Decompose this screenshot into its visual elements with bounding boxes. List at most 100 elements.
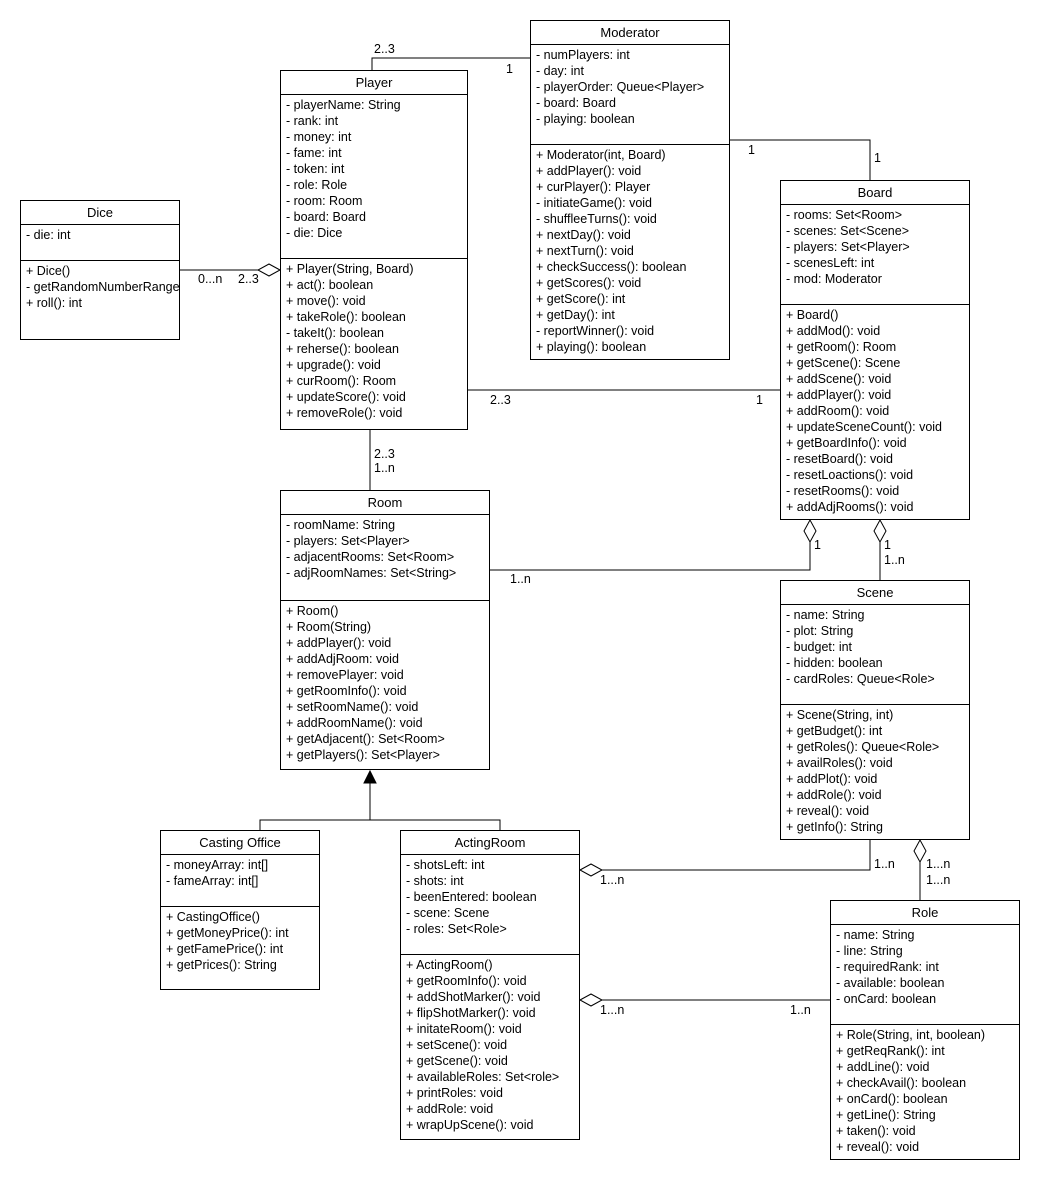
scene-class[interactable]: Scene - name: String- plot: String- budg…: [780, 580, 970, 840]
multiplicity-board-scene-a: 1: [884, 538, 891, 552]
operation-line: - resetBoard(): void: [786, 452, 893, 466]
moderator-class[interactable]: Moderator - numPlayers: int- day: int- p…: [530, 20, 730, 360]
operation-line: + nextTurn(): void: [536, 244, 634, 258]
operation-line: - resetLoactions(): void: [786, 468, 914, 482]
operation-line: - getRandomNumberRange(): int: [26, 280, 180, 294]
role-class[interactable]: Role - name: String- line: String- requi…: [830, 900, 1020, 1160]
attribute-line: - fame: int: [286, 146, 342, 160]
operation-line: + getLine(): String: [836, 1108, 936, 1122]
scene-actingroom-aggregation-diamond: [578, 863, 604, 877]
operation-line: + addRole(): void: [786, 788, 882, 802]
operation-line: + Player(String, Board): [286, 262, 414, 276]
acting-room-class[interactable]: ActingRoom - shotsLeft: int- shots: int-…: [400, 830, 580, 1140]
room-operations: + Room()+ Room(String)+ addPlayer(): voi…: [281, 601, 489, 763]
role-attributes: - name: String- line: String- requiredRa…: [831, 925, 1019, 1025]
attribute-line: - onCard: boolean: [836, 992, 937, 1006]
attribute-line: - playing: boolean: [536, 112, 635, 126]
role-operations: + Role(String, int, boolean)+ getReqRank…: [831, 1025, 1019, 1155]
attribute-line: - shots: int: [406, 874, 464, 888]
operation-line: + getScene(): Scene: [786, 356, 901, 370]
multiplicity-moderator-player: 1: [506, 62, 513, 76]
attribute-line: - playerName: String: [286, 98, 401, 112]
operation-line: + Moderator(int, Board): [536, 148, 666, 162]
multiplicity-acting-role-side: 1...n: [600, 1003, 625, 1017]
multiplicity-scene-role-b: 1...n: [926, 873, 951, 887]
operation-line: + taken(): void: [836, 1124, 916, 1138]
board-operations: + Board()+ addMod(): void+ getRoom(): Ro…: [781, 305, 969, 515]
multiplicity-moderator-board: 1: [748, 143, 755, 157]
actingroom-role-aggregation-diamond: [578, 993, 604, 1007]
operation-line: + checkSuccess(): boolean: [536, 260, 687, 274]
operation-line: + getScene(): void: [406, 1054, 508, 1068]
multiplicity-board-room-side: 1: [814, 538, 821, 552]
attribute-line: - hidden: boolean: [786, 656, 883, 670]
operation-line: + ActingRoom(): [406, 958, 493, 972]
attribute-line: - adjRoomNames: Set<String>: [286, 566, 457, 580]
player-moderator-association: [371, 57, 530, 70]
moderator-operations: + Moderator(int, Board)+ addPlayer(): vo…: [531, 145, 729, 355]
casting-office-operations: + CastingOffice()+ getMoneyPrice(): int+…: [161, 907, 319, 973]
operation-line: + curRoom(): Room: [286, 374, 397, 388]
attribute-line: - board: Board: [286, 210, 366, 224]
attribute-line: - room: Room: [286, 194, 363, 208]
operation-line: + Dice(): [26, 264, 71, 278]
operation-line: + getDay(): int: [536, 308, 615, 322]
attribute-line: - rank: int: [286, 114, 339, 128]
player-attributes: - playerName: String - rank: int - money: …: [281, 95, 467, 259]
attribute-line: - fameArray: int[]: [166, 874, 259, 888]
dice-player-aggregation-diamond: [256, 263, 282, 277]
acting-room-operations: + ActingRoom()+ getRoomInfo(): void+ add…: [401, 955, 579, 1133]
operation-line: + addRoomName(): void: [286, 716, 423, 730]
attribute-line: - rooms: Set<Room>: [786, 208, 903, 222]
attribute-line: - playerOrder: Queue<Player>: [536, 80, 705, 94]
operation-line: + removePlayer: void: [286, 668, 404, 682]
operation-line: + move(): void: [286, 294, 366, 308]
operation-line: + printRoles: void: [406, 1086, 503, 1100]
operation-line: + addMod(): void: [786, 324, 881, 338]
attribute-line: - money: int: [286, 130, 352, 144]
attribute-line: - token: int: [286, 162, 345, 176]
operation-line: + updateScore(): void: [286, 390, 406, 404]
attribute-line: - roles: Set<Role>: [406, 922, 507, 936]
role-class-name: Role: [831, 901, 1019, 925]
room-class[interactable]: Room - roomName: String- players: Set<Pl…: [280, 490, 490, 770]
operation-line: + addPlot(): void: [786, 772, 878, 786]
attribute-line: - board: Board: [536, 96, 616, 110]
operation-line: + getAdjacent(): Set<Room>: [286, 732, 445, 746]
attribute-line: - roomName: String: [286, 518, 396, 532]
casting-office-attributes: - moneyArray: int[]- fameArray: int[]: [161, 855, 319, 907]
operation-line: + roll(): int: [26, 296, 82, 310]
scene-operations: + Scene(String, int)+ getBudget(): int+ …: [781, 705, 969, 835]
operation-line: + addPlayer(): void: [786, 388, 892, 402]
operation-line: - reportWinner(): void: [536, 324, 655, 338]
board-class-name: Board: [781, 181, 969, 205]
operation-line: + act(): boolean: [286, 278, 374, 292]
operation-line: + getBoardInfo(): void: [786, 436, 907, 450]
operation-line: + addShotMarker(): void: [406, 990, 541, 1004]
board-attributes: - rooms: Set<Room>- scenes: Set<Scene>- …: [781, 205, 969, 305]
operation-line: + getRoom(): Room: [786, 340, 897, 354]
attribute-line: - die: int: [26, 228, 71, 242]
operation-line: + removeRole(): void: [286, 406, 403, 420]
operation-line: + availRoles(): void: [786, 756, 893, 770]
room-attributes: - roomName: String- players: Set<Player>…: [281, 515, 489, 601]
operation-line: + getMoneyPrice(): int: [166, 926, 289, 940]
operation-line: + getScore(): int: [536, 292, 626, 306]
dice-class[interactable]: Dice - die: int + Dice()- getRandomNumbe…: [20, 200, 180, 340]
attribute-line: - name: String: [786, 608, 865, 622]
casting-office-class[interactable]: Casting Office - moneyArray: int[]- fame…: [160, 830, 320, 990]
dice-operations: + Dice() - getRandomNumberRange(): int + r…: [21, 261, 179, 311]
operation-line: + getBudget(): int: [786, 724, 883, 738]
attribute-line: - name: String: [836, 928, 915, 942]
multiplicity-dice-side: 0...n: [198, 272, 223, 286]
attribute-line: - budget: int: [786, 640, 853, 654]
player-class[interactable]: Player - playerName: String- rank: int- …: [280, 70, 468, 430]
operation-line: + getScores(): void: [536, 276, 642, 290]
board-class[interactable]: Board - rooms: Set<Room>- scenes: Set<Sc…: [780, 180, 970, 520]
operation-line: + Role(String, int, boolean): [836, 1028, 986, 1042]
operation-line: + reveal(): void: [836, 1140, 920, 1154]
scene-role-aggregation-diamond: [913, 838, 927, 864]
moderator-board-association: [730, 139, 871, 180]
